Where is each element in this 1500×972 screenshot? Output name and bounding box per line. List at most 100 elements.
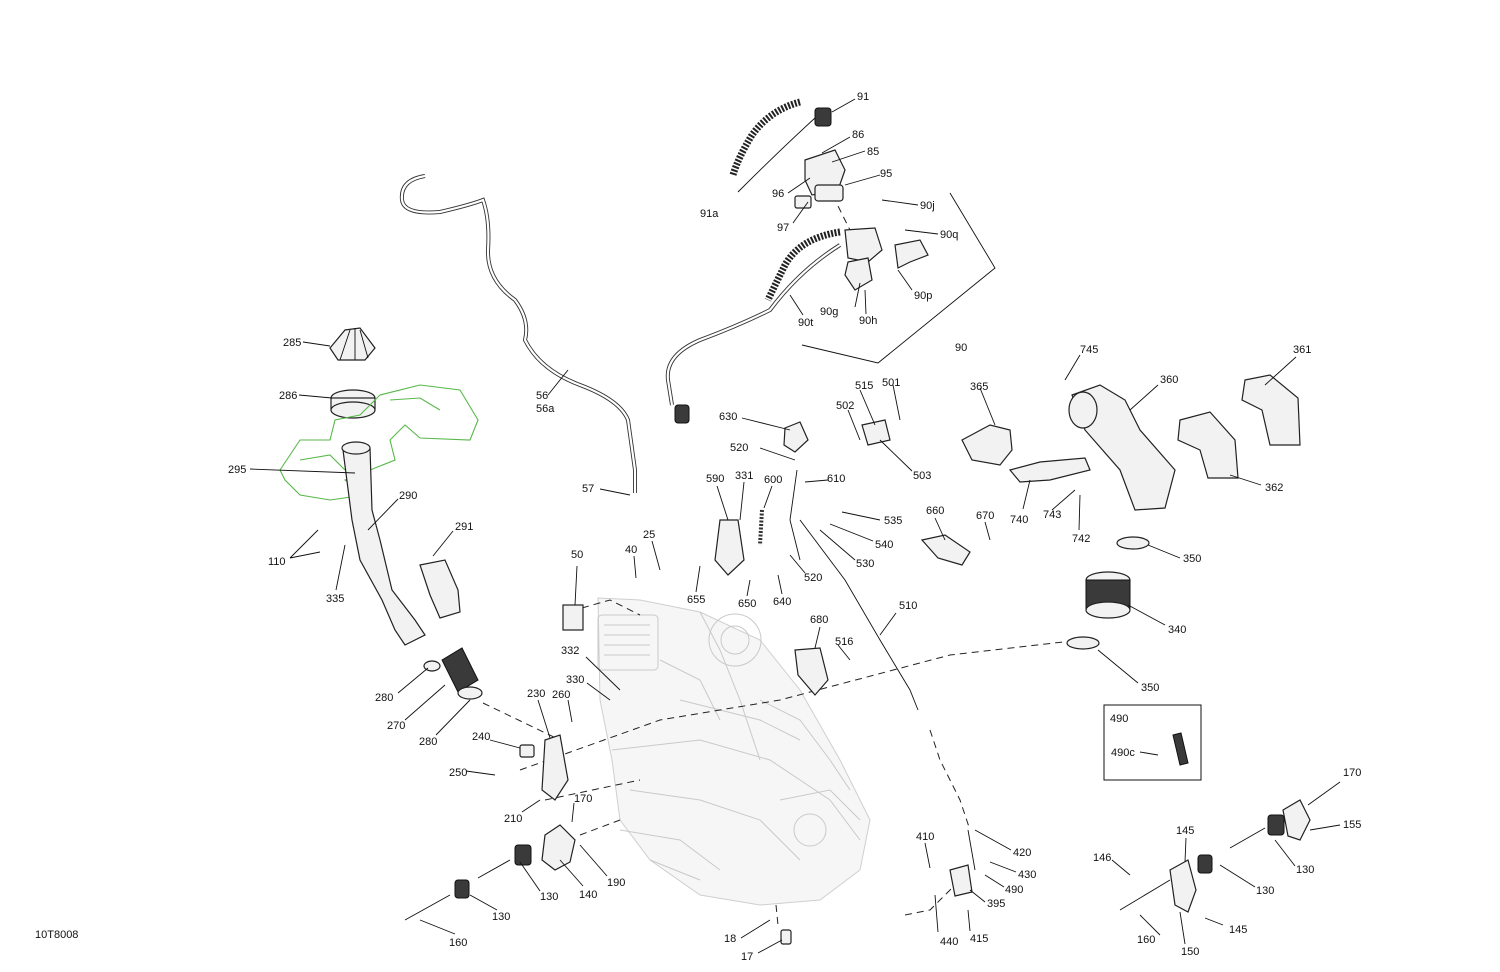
callout-530: 530	[856, 558, 874, 570]
callout-331: 331	[735, 470, 753, 482]
callout-56: 56	[536, 390, 548, 402]
detail-box-490	[1103, 704, 1202, 781]
callout-660: 660	[926, 505, 944, 517]
callout-17: 17	[741, 951, 753, 963]
callout-503: 503	[913, 470, 931, 482]
callout-335: 335	[326, 593, 344, 605]
callout-91: 91	[857, 91, 869, 103]
callout-170-left: 170	[574, 793, 592, 805]
callout-160-right: 160	[1137, 934, 1155, 946]
callout-57: 57	[582, 483, 594, 495]
conduit-91	[729, 98, 801, 177]
callout-420: 420	[1013, 847, 1031, 859]
callout-90h: 90h	[859, 315, 877, 327]
callout-90j: 90j	[920, 200, 935, 212]
callout-90q: 90q	[940, 229, 958, 241]
callout-130-right: 130	[1296, 864, 1314, 876]
callout-430: 430	[1018, 869, 1036, 881]
callout-440: 440	[940, 936, 958, 948]
callout-410: 410	[916, 831, 934, 843]
callout-85: 85	[867, 146, 879, 158]
callout-96: 96	[772, 188, 784, 200]
callout-290: 290	[399, 490, 417, 502]
callout-332: 332	[561, 645, 579, 657]
callout-280-lower: 280	[419, 736, 437, 748]
cable-56	[399, 174, 637, 493]
callout-515: 515	[855, 380, 873, 392]
callout-330: 330	[566, 674, 584, 686]
callout-670: 670	[976, 510, 994, 522]
callout-680: 680	[810, 614, 828, 626]
callout-501: 501	[882, 377, 900, 389]
callout-415: 415	[970, 933, 988, 945]
callout-25: 25	[643, 529, 655, 541]
callout-260: 260	[552, 689, 570, 701]
callout-516: 516	[835, 636, 853, 648]
callout-540: 540	[875, 539, 893, 551]
callout-140: 140	[579, 889, 597, 901]
callout-150: 150	[1181, 946, 1199, 958]
leader-lines	[249, 98, 1341, 954]
callout-490c: 490c	[1111, 747, 1135, 759]
callout-230: 230	[527, 688, 545, 700]
callout-145-upper: 145	[1176, 825, 1194, 837]
callout-743: 743	[1043, 509, 1061, 521]
callout-110: 110	[268, 556, 286, 568]
callout-650: 650	[738, 598, 756, 610]
callout-90p: 90p	[914, 290, 932, 302]
callout-520-lower: 520	[804, 572, 822, 584]
callout-655: 655	[687, 594, 705, 606]
callout-520-upper: 520	[730, 442, 748, 454]
callout-40: 40	[625, 544, 637, 556]
callout-510: 510	[899, 600, 917, 612]
callout-160-left: 160	[449, 937, 467, 949]
callout-490-lower: 490	[1005, 884, 1023, 896]
callout-742: 742	[1072, 533, 1090, 545]
callout-270: 270	[387, 720, 405, 732]
callout-340: 340	[1168, 624, 1186, 636]
callout-395: 395	[987, 898, 1005, 910]
callout-280-upper: 280	[375, 692, 393, 704]
callout-50: 50	[571, 549, 583, 561]
callout-56a: 56a	[536, 403, 555, 415]
callout-350-upper: 350	[1183, 553, 1201, 565]
part-shapes	[279, 98, 1311, 945]
callout-250: 250	[449, 767, 467, 779]
callout-490-box: 490	[1110, 713, 1128, 725]
callout-291: 291	[455, 521, 473, 533]
callout-286: 286	[279, 390, 297, 402]
callout-91a: 91a	[700, 208, 719, 220]
callout-155: 155	[1343, 819, 1361, 831]
callout-502: 502	[836, 400, 854, 412]
callout-350-lower: 350	[1141, 682, 1159, 694]
callout-18: 18	[724, 933, 736, 945]
callout-535: 535	[884, 515, 902, 527]
callout-130-right-lower: 130	[1256, 885, 1274, 897]
engine-outline	[597, 597, 871, 906]
callout-90t: 90t	[798, 317, 813, 329]
callout-610: 610	[827, 473, 845, 485]
callout-130-left: 130	[492, 911, 510, 923]
callout-labels: 91 91a 86 85 95 96 97 90j 90q 90p 90g 90…	[228, 91, 1361, 963]
callout-145-lower: 145	[1229, 924, 1247, 936]
callout-240: 240	[472, 731, 490, 743]
callout-210: 210	[504, 813, 522, 825]
callout-745: 745	[1080, 344, 1098, 356]
callout-600: 600	[764, 474, 782, 486]
callout-361: 361	[1293, 344, 1311, 356]
plate-295	[279, 384, 479, 501]
callout-362: 362	[1265, 482, 1283, 494]
callout-190: 190	[607, 877, 625, 889]
callout-86: 86	[852, 129, 864, 141]
callout-170-right: 170	[1343, 767, 1361, 779]
callout-295: 295	[228, 464, 246, 476]
callout-95: 95	[880, 168, 892, 180]
callout-146: 146	[1093, 852, 1111, 864]
callout-90g: 90g	[820, 306, 838, 318]
callout-285: 285	[283, 337, 301, 349]
callout-97: 97	[777, 222, 789, 234]
callout-90: 90	[955, 342, 967, 354]
callout-365: 365	[970, 381, 988, 393]
callout-360: 360	[1160, 374, 1178, 386]
